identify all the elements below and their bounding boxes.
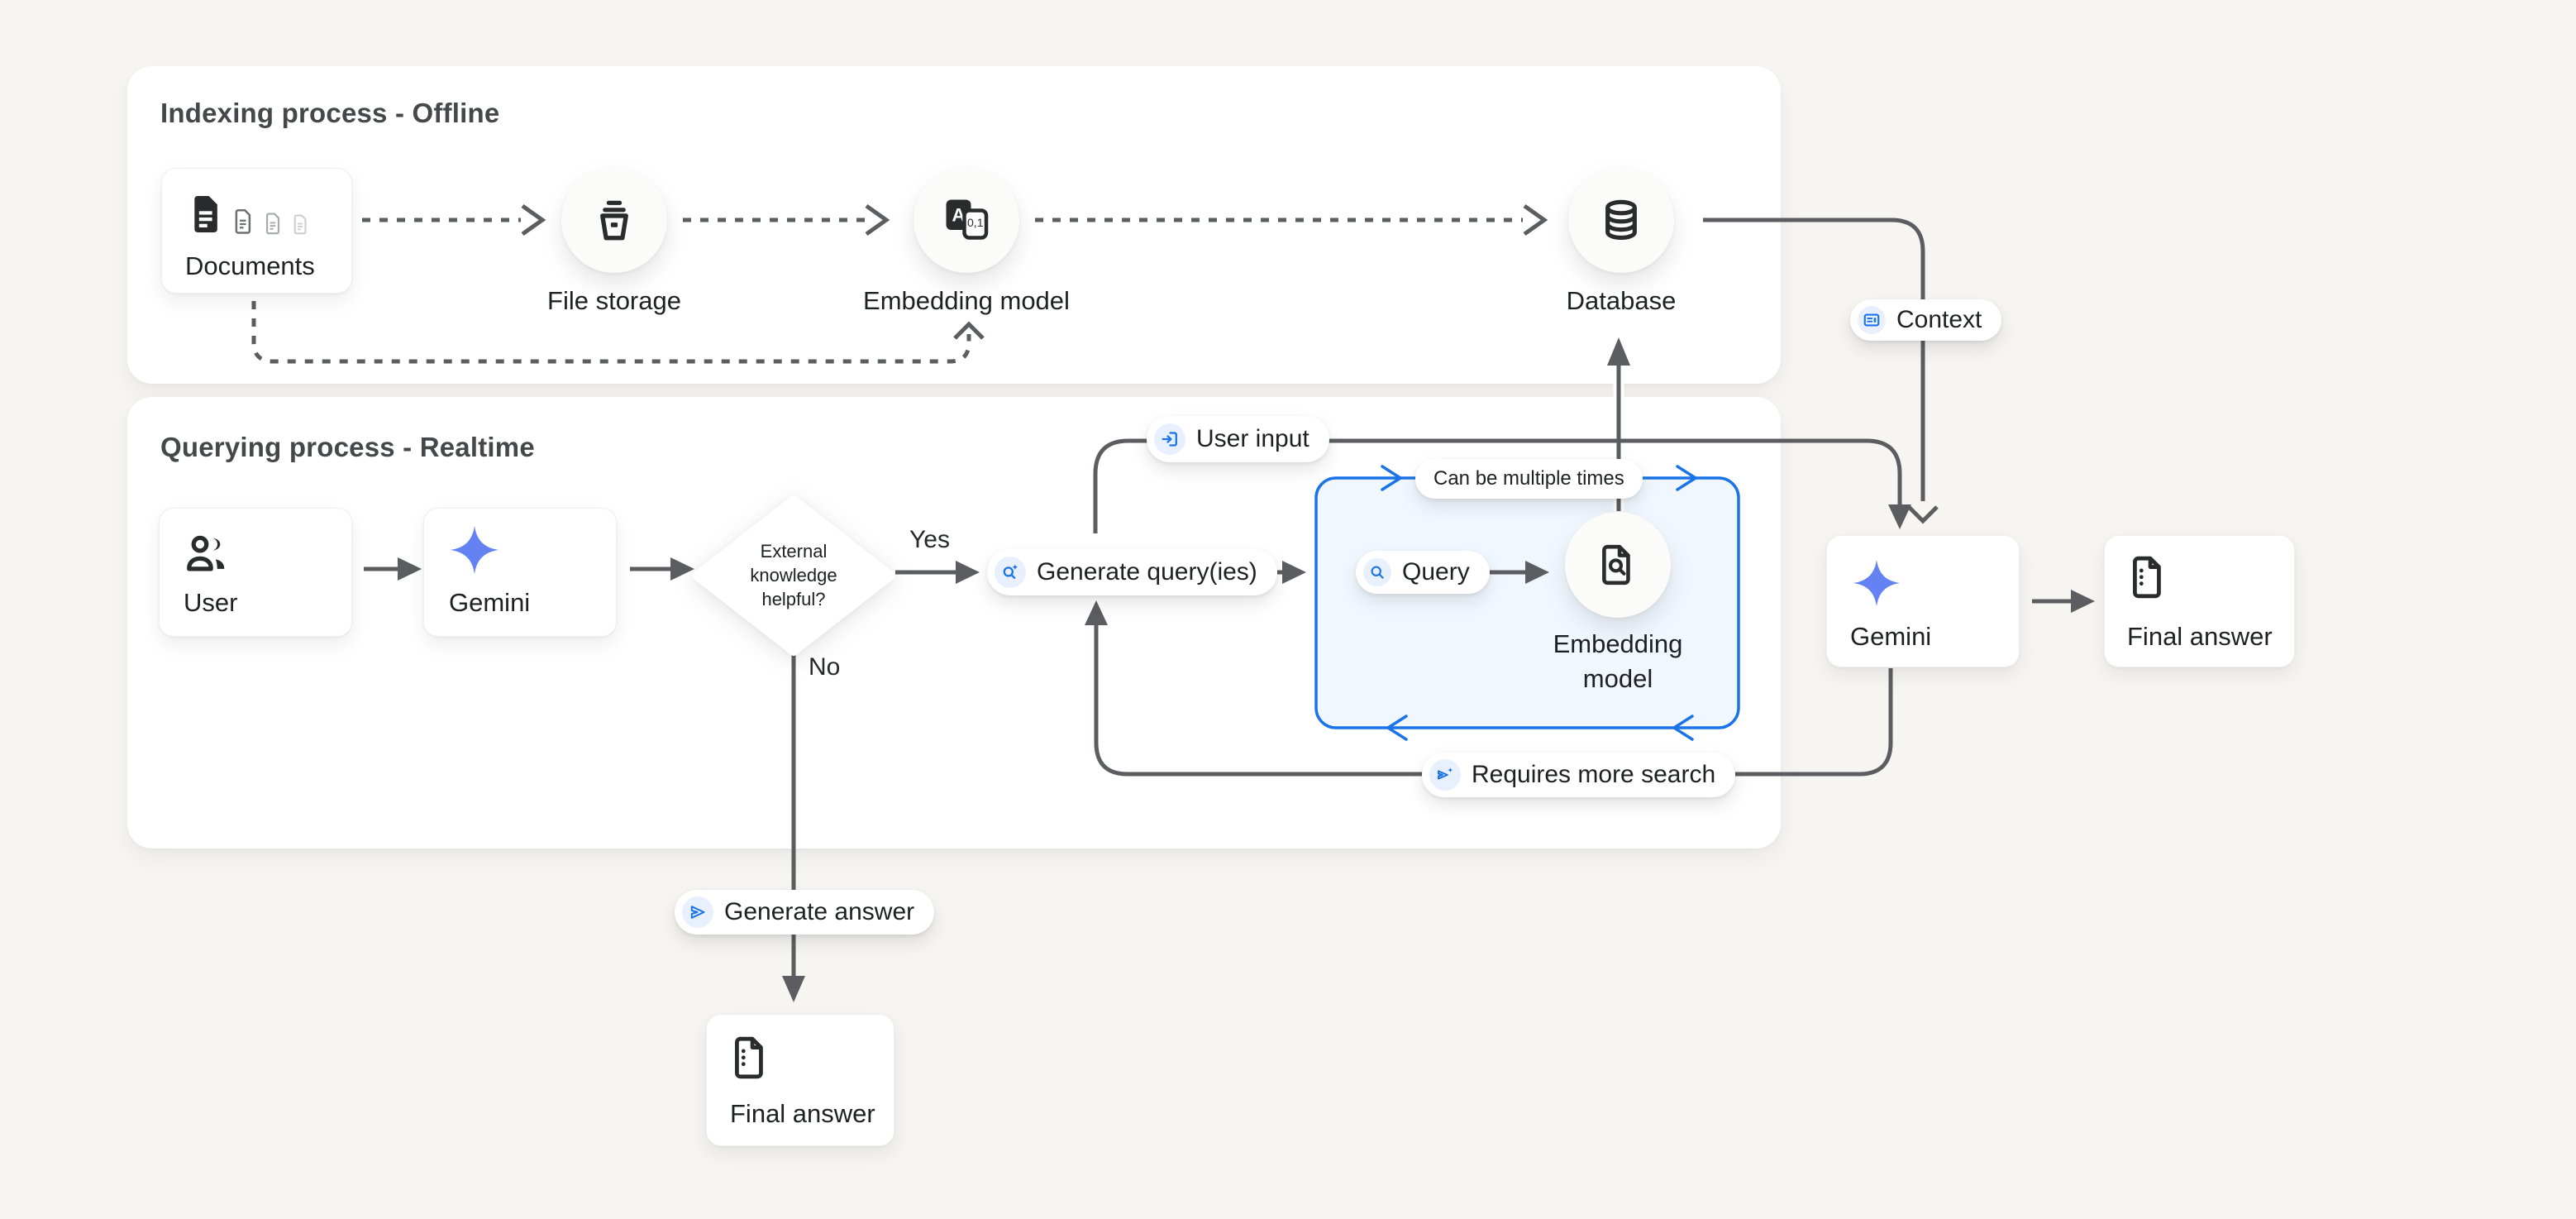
loop-arrow-top-right-icon	[1676, 465, 1697, 491]
loop-arrow-bottom-left-icon	[1386, 715, 1408, 741]
gemini-answer-node: Gemini	[1826, 535, 2020, 667]
embedding-model-offline-node: A 0,1	[914, 167, 1019, 273]
login-arrow-icon	[1154, 423, 1185, 455]
loop-arrow-top-left-icon	[1381, 465, 1402, 491]
user-input-label: User input	[1196, 425, 1309, 452]
user-node: User	[159, 508, 352, 637]
gemini-query-node: Gemini	[423, 508, 617, 637]
query-label: Query	[1402, 558, 1470, 586]
loop-arrow-bottom-right-icon	[1672, 715, 1694, 741]
generate-answer-badge: Generate answer	[675, 890, 935, 935]
edge-documents-to-filestorage	[362, 203, 546, 237]
edge-embedding-to-database-dashed	[1035, 203, 1548, 237]
generate-queries-badge: Generate query(ies)	[987, 549, 1277, 595]
can-be-multiple-times-label: Can be multiple times	[1433, 467, 1624, 490]
send-icon	[682, 896, 713, 928]
search-spark-icon	[995, 557, 1026, 588]
documents-label: Documents	[185, 251, 315, 280]
decision-diamond: External knowledge helpful?	[691, 495, 896, 657]
edge-user-input	[1093, 438, 1911, 533]
indexing-panel-title: Indexing process - Offline	[160, 98, 500, 128]
final-answer-bottom-label: Final answer	[730, 1099, 875, 1128]
database-icon	[1605, 199, 1637, 241]
gemini-answer-label: Gemini	[1850, 622, 1932, 651]
can-be-multiple-times-badge: Can be multiple times	[1415, 459, 1643, 499]
edge-yes-arrow	[895, 561, 980, 584]
database-node	[1568, 167, 1674, 273]
embedding-model-offline-label: Embedding model	[863, 286, 1070, 315]
svg-text:A: A	[952, 205, 965, 226]
requires-more-search-badge: Requires more search	[1422, 753, 1736, 797]
context-label: Context	[1896, 306, 1982, 333]
querying-panel-title: Querying process - Realtime	[160, 432, 535, 462]
storage-bucket-icon	[600, 200, 628, 241]
final-answer-right-label: Final answer	[2127, 622, 2273, 651]
context-article-icon	[1858, 306, 1886, 334]
user-input-badge: User input	[1147, 416, 1329, 462]
context-badge: Context	[1850, 299, 2002, 341]
final-answer-doc-icon	[735, 1036, 763, 1079]
user-label: User	[184, 588, 238, 617]
edge-query-to-embedding	[1486, 561, 1549, 584]
no-label: No	[809, 653, 841, 681]
generate-answer-label: Generate answer	[724, 898, 915, 925]
final-answer-bottom-node: Final answer	[706, 1014, 894, 1146]
user-icon	[187, 535, 225, 571]
decision-text: External knowledge helpful?	[750, 541, 837, 610]
embedding-model-online-label: Embedding model	[1553, 629, 1683, 693]
requires-more-search-label: Requires more search	[1472, 761, 1716, 788]
loop-box	[1314, 465, 1740, 741]
generate-queries-label: Generate query(ies)	[1037, 558, 1257, 586]
documents-icon	[188, 192, 311, 237]
edge-database-to-gemini-context	[1703, 218, 1939, 524]
query-badge: Query	[1356, 551, 1490, 594]
gemini-icon	[450, 525, 499, 575]
file-storage-label: File storage	[547, 286, 681, 315]
edge-documents-to-embedding-return	[251, 301, 985, 364]
edge-gemini-to-final-answer	[2032, 590, 2095, 613]
gemini-icon	[1853, 559, 1901, 607]
database-label: Database	[1566, 286, 1677, 315]
embedding-model-online-node	[1565, 512, 1671, 618]
edge-user-to-gemini	[364, 557, 422, 581]
document-search-icon	[1602, 544, 1630, 586]
yes-label: Yes	[909, 526, 950, 553]
svg-text:0,1: 0,1	[967, 216, 984, 229]
documents-node: Documents	[161, 168, 352, 294]
route-spark-icon	[1429, 759, 1461, 791]
search-icon	[1363, 558, 1391, 586]
edge-gemini-to-decision	[630, 557, 694, 581]
file-storage-node	[561, 167, 667, 273]
edge-no-to-final-answer	[782, 653, 805, 1002]
embedding-model-icon: A 0,1	[946, 199, 989, 240]
gemini-query-label: Gemini	[449, 588, 531, 617]
final-answer-right-node: Final answer	[2104, 535, 2295, 667]
final-answer-doc-icon	[2133, 556, 2161, 599]
edge-filestorage-to-embedding	[683, 203, 890, 237]
